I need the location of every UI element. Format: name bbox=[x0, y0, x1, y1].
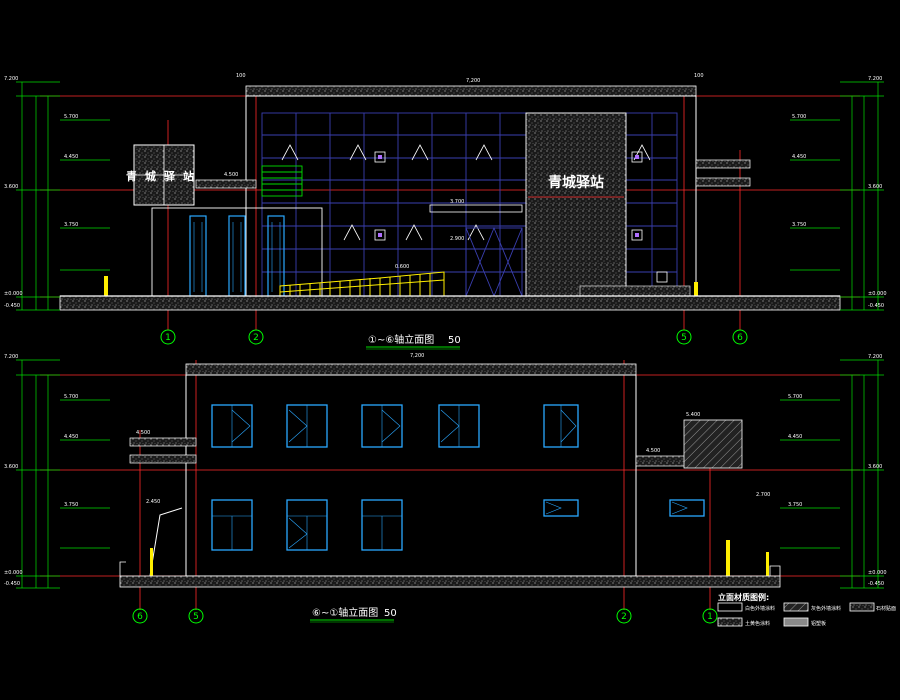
lower-right-elev-5: 3.750 bbox=[788, 502, 802, 508]
upper-top-dim: 7,200 bbox=[466, 78, 480, 84]
upper-bubble-2: 2 bbox=[253, 333, 259, 343]
upper-ramp-railing bbox=[279, 271, 445, 296]
lower-note-stair: 2.450 bbox=[146, 499, 160, 505]
lower-right-box bbox=[683, 419, 743, 469]
lower-right-elev-1: 7.200 bbox=[868, 354, 882, 360]
upper-left-canopy bbox=[195, 179, 257, 189]
upper-right-wing bbox=[695, 159, 751, 169]
upper-bubble-1: 1 bbox=[165, 333, 171, 343]
upper-main-wall bbox=[245, 95, 697, 297]
upper-left-elev-1: 7.200 bbox=[4, 76, 18, 82]
upper-axis-bubbles bbox=[160, 329, 748, 345]
lower-windows-upper-row bbox=[211, 404, 579, 448]
lower-title: ⑥~①轴立面图 bbox=[312, 606, 378, 619]
upper-right-elev-3: 4.450 bbox=[792, 154, 806, 160]
upper-note-roof-right: 100 bbox=[694, 73, 704, 79]
lower-left-elev-3: 4.450 bbox=[64, 434, 78, 440]
lower-bubble-4: 1 bbox=[707, 612, 713, 622]
lower-right-dim-chain bbox=[780, 359, 884, 589]
lower-axis-lines bbox=[139, 360, 711, 610]
lower-right-elev-4: 3.600 bbox=[868, 464, 882, 470]
lower-note-canopy-left: 4.500 bbox=[136, 430, 150, 436]
lower-left-canopy-bottom bbox=[129, 454, 197, 464]
upper-left-dim-chain bbox=[16, 81, 110, 311]
lower-left-elev-1: 7.200 bbox=[4, 354, 18, 360]
legend-item-2: 灰色外墙涂料 bbox=[811, 605, 841, 612]
lower-note-ledge: 2.700 bbox=[756, 492, 770, 498]
upper-left-elev-4: 3.600 bbox=[4, 184, 18, 190]
upper-right-elev-2: 5.700 bbox=[792, 114, 806, 120]
upper-signboard-text: 青城驿站 bbox=[126, 169, 202, 183]
lower-left-elev-6: ±0.000 bbox=[4, 570, 23, 576]
upper-signboard: 青城驿站 bbox=[126, 144, 202, 206]
upper-left-wing bbox=[151, 207, 323, 297]
lower-right-elev-6: ±0.000 bbox=[868, 570, 887, 576]
lower-note-box: 5.400 bbox=[686, 412, 700, 418]
legend-title: 立面材质图例: bbox=[718, 592, 769, 602]
lower-ground-band bbox=[119, 575, 781, 588]
upper-right-elev-7: -0.450 bbox=[868, 303, 884, 309]
upper-note-roof-left: 100 bbox=[236, 73, 246, 79]
upper-note-door: 2.900 bbox=[450, 236, 464, 242]
lower-left-elev-7: -0.450 bbox=[4, 581, 20, 587]
lower-bubble-2: 5 bbox=[193, 612, 199, 622]
lower-left-stair bbox=[149, 507, 183, 577]
upper-bubble-3: 5 bbox=[681, 333, 687, 343]
lower-left-canopy-top bbox=[129, 437, 197, 447]
legend-item-5: 铝塑板 bbox=[811, 620, 826, 627]
legend-item-1: 白色外墙涂料 bbox=[745, 605, 775, 612]
lower-axis-bubbles bbox=[132, 608, 718, 624]
upper-glass-triangles bbox=[281, 144, 651, 241]
upper-right-elev-1: 7.200 bbox=[868, 76, 882, 82]
lower-right-elev-3: 4.450 bbox=[788, 434, 802, 440]
upper-right-elev-5: 3.750 bbox=[792, 222, 806, 228]
upper-right-elev-4: 3.600 bbox=[868, 184, 882, 190]
lower-left-dim-chain bbox=[16, 359, 110, 589]
upper-right-elev-6: ±0.000 bbox=[868, 291, 887, 297]
lower-elevation: 6 5 2 1 ⑥~①轴立面图 50 7,200 4.500 4.500 2.4… bbox=[40, 353, 860, 624]
legend-item-4: 土黄色涂料 bbox=[745, 620, 770, 627]
lower-scale: 50 bbox=[384, 608, 397, 619]
lower-left-elev-4: 3.600 bbox=[4, 464, 18, 470]
upper-elevation: 青城驿站 bbox=[40, 73, 860, 350]
upper-emblems bbox=[374, 151, 668, 283]
upper-left-elev-3: 4.450 bbox=[64, 154, 78, 160]
lower-right-elev-2: 5.700 bbox=[788, 394, 802, 400]
upper-green-stair bbox=[261, 165, 303, 197]
upper-left-elev-6: ±0.000 bbox=[4, 291, 23, 297]
upper-scale: 50 bbox=[448, 335, 461, 346]
upper-stone-tower bbox=[525, 112, 627, 297]
upper-bubble-4: 6 bbox=[737, 333, 743, 343]
upper-roof-band bbox=[245, 85, 697, 97]
lower-windows-lower-row bbox=[211, 499, 705, 551]
lower-top-dim: 7,200 bbox=[410, 353, 424, 359]
upper-entrance-door bbox=[465, 226, 523, 298]
upper-left-windows bbox=[189, 215, 285, 297]
lower-roof-band bbox=[185, 363, 637, 376]
upper-wall-sign: 青城驿站 bbox=[548, 174, 604, 191]
upper-right-dim-chain bbox=[790, 81, 884, 311]
upper-left-elev-5: 3.750 bbox=[64, 222, 78, 228]
lower-bubble-3: 2 bbox=[621, 612, 627, 622]
lower-bubble-1: 6 bbox=[137, 612, 143, 622]
upper-note-ramp: 0.600 bbox=[395, 264, 409, 270]
lower-note-canopy-right: 4.500 bbox=[646, 448, 660, 454]
upper-title: ①~⑥轴立面图 bbox=[368, 333, 434, 346]
legend-item-3: 石材贴面 bbox=[876, 605, 896, 612]
upper-note-canopy: 4.500 bbox=[224, 172, 238, 178]
upper-note-gate: 3.700 bbox=[450, 199, 464, 205]
lower-right-elev-7: -0.450 bbox=[868, 581, 884, 587]
upper-left-elev-2: 5.700 bbox=[64, 114, 78, 120]
upper-entrance-canopy bbox=[429, 204, 523, 213]
upper-ground-band bbox=[59, 295, 841, 311]
upper-left-elev-7: -0.450 bbox=[4, 303, 20, 309]
lower-left-elev-5: 3.750 bbox=[64, 502, 78, 508]
material-legend: 立面材质图例: 白色外墙涂料 灰色外墙涂料 石材贴面 土黄色涂料 铝塑板 bbox=[717, 592, 896, 627]
lower-left-elev-2: 5.700 bbox=[64, 394, 78, 400]
